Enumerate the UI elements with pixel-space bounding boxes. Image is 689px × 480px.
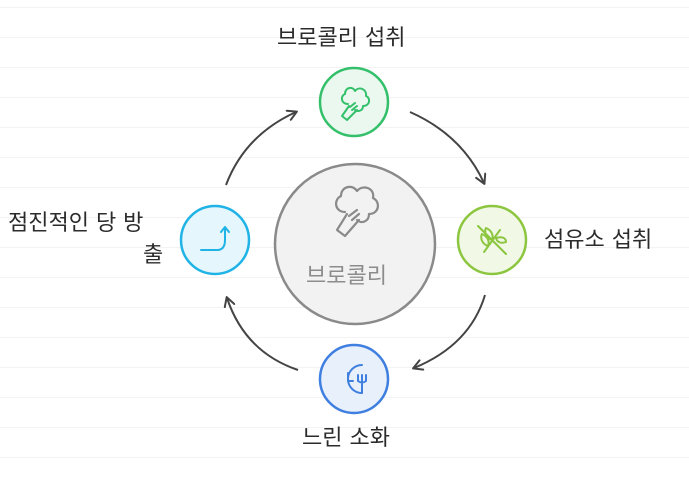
label-broccoli-intake: 브로콜리 섭취 (277, 26, 406, 51)
arrow-left-to-top (225, 109, 298, 186)
label-slow-digestion: 느린 소화 (302, 426, 390, 451)
label-gradual-release-line1: 점진적인 당 방 (8, 211, 144, 236)
label-gradual-release-line2: 출 (143, 243, 164, 268)
rising-curve-icon (200, 226, 230, 251)
no-grain-icon (477, 225, 507, 255)
node-slow-digestion (318, 343, 390, 415)
center-label: 브로콜리 (306, 264, 387, 289)
arrow-right-to-bottom (412, 294, 486, 371)
node-fiber-intake (456, 204, 528, 276)
digestion-icon (347, 364, 367, 394)
arrow-bottom-to-left (223, 296, 299, 371)
arrow-top-to-right (409, 111, 487, 185)
center-node (273, 162, 437, 326)
node-broccoli-intake (318, 66, 390, 138)
node-gradual-release (179, 204, 251, 276)
broccoli-icon (340, 86, 371, 121)
label-fiber-intake: 섬유소 섭취 (544, 228, 653, 253)
broccoli-icon (335, 185, 379, 238)
